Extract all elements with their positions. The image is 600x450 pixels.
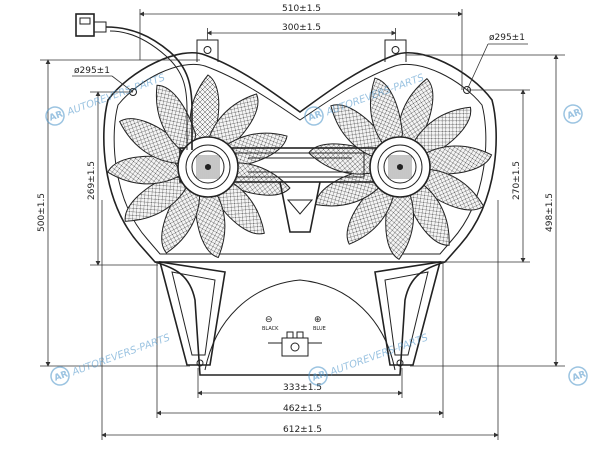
watermark-logo: AR xyxy=(48,110,65,124)
plus-label: BLUE xyxy=(313,326,326,332)
shroud xyxy=(103,52,497,376)
dim-height-right-inner: 270±1.5 xyxy=(512,161,522,200)
watermark-logo: AR xyxy=(307,110,324,124)
motor-right xyxy=(369,136,431,198)
watermark-6: AR xyxy=(568,366,588,386)
dim-height-left-outer: 500±1.5 xyxy=(37,193,47,232)
dim-mount-spacing: 300±1.5 xyxy=(282,23,321,33)
leg-left xyxy=(158,261,226,367)
dimension-lines xyxy=(40,9,565,440)
motor-left xyxy=(177,136,239,198)
dim-width-top: 510±1.5 xyxy=(282,4,321,14)
plus-symbol: ⊕ xyxy=(314,315,322,325)
dim-width-462: 462±1.5 xyxy=(283,404,322,414)
connector-symbol: ⊖ ⊕ BLACK BLUE xyxy=(262,315,326,357)
watermark-logo: AR xyxy=(311,370,328,384)
dim-height-right-outer: 498±1.5 xyxy=(545,193,555,232)
leg-right xyxy=(374,261,442,367)
watermark-4: AR AUTOREVERS-PARTS xyxy=(50,332,172,386)
minus-symbol: ⊖ xyxy=(265,315,273,325)
watermark-logo: AR xyxy=(53,370,70,384)
dim-hole-right: ø295±1 xyxy=(489,33,525,43)
dim-height-left-inner: 269±1.5 xyxy=(87,161,97,200)
dim-width-612: 612±1.5 xyxy=(283,425,322,435)
watermark-logo: AR xyxy=(566,108,583,122)
mount-tab-right xyxy=(384,39,407,62)
watermark-3: AR xyxy=(563,104,583,124)
wire-connector xyxy=(75,13,193,150)
minus-label: BLACK xyxy=(262,326,279,332)
watermark-logo: AR xyxy=(571,370,588,384)
watermark-5: AR AUTOREVERS-PARTS xyxy=(308,332,430,386)
dim-hole-left: ø295±1 xyxy=(74,66,110,76)
watermark-1: AR AUTOREVERS-PARTS xyxy=(45,72,167,126)
dim-width-333: 333±1.5 xyxy=(283,383,322,393)
